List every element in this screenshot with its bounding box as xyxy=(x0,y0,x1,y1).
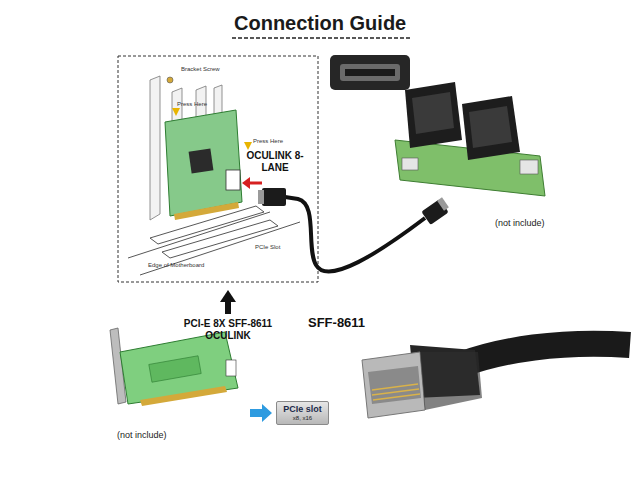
label-text: Press Here xyxy=(177,101,207,108)
title-underline xyxy=(232,37,410,39)
label-text: PCIe Slot xyxy=(255,244,280,251)
pcie-slot-box: PCIe slotx8, x16 xyxy=(276,401,329,425)
label-text: Bracket Screw xyxy=(181,66,220,73)
u2-ssd-picture xyxy=(395,82,545,196)
label-text: Edge of Motherboard xyxy=(148,262,204,269)
slot-name: PCIe slot xyxy=(283,405,322,415)
blue-arrow xyxy=(250,404,272,422)
label-text: SFF-8611 xyxy=(308,316,365,331)
label-text: (not include) xyxy=(495,218,545,228)
label-text: PCI-E 8X SFF-8611 OCULINK xyxy=(176,318,280,341)
diagram-title: Connection Guide xyxy=(234,12,406,35)
motherboard xyxy=(128,206,300,275)
up-arrow xyxy=(220,290,236,314)
oculink-cable xyxy=(258,188,449,271)
adapter-card xyxy=(165,77,252,220)
dashed-frame xyxy=(118,56,318,282)
connector-face xyxy=(330,55,410,90)
label-text: OCULINK 8-LANE xyxy=(244,150,306,173)
red-arrow xyxy=(242,177,262,189)
cable-plug-photo xyxy=(362,344,630,418)
label-text: Press Here xyxy=(253,138,283,145)
label-text: (not include) xyxy=(117,430,167,440)
slot-width: x8, x16 xyxy=(283,415,322,422)
